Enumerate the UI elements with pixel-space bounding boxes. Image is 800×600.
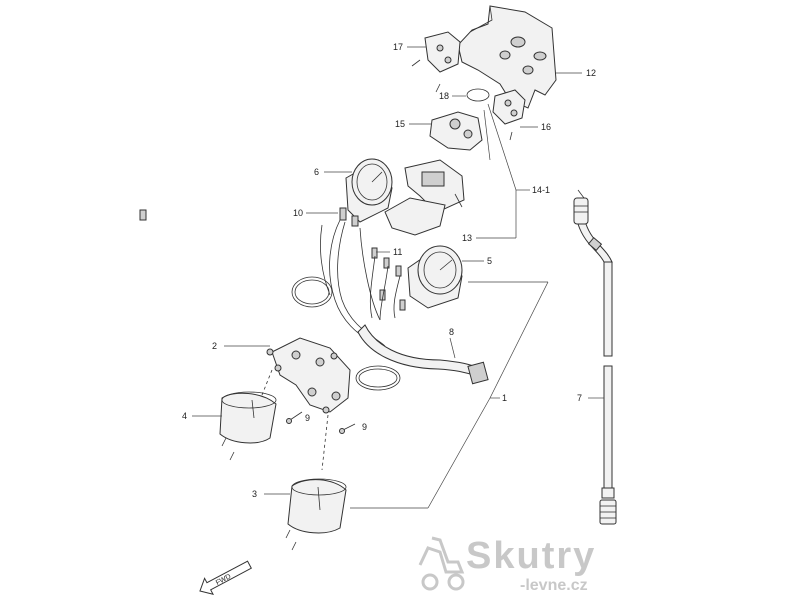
gauge-6 [345,158,393,223]
screws-9 [286,411,356,434]
meter-cup-4 [219,391,277,461]
callout-13: 13 [462,233,472,243]
callout-8: 8 [449,327,454,337]
meter-cup-3 [285,478,347,551]
speedometer-cable-7 [573,189,617,525]
bracket-15 [429,111,483,151]
callout-6: 6 [314,167,319,177]
callout-15: 15 [395,119,405,129]
callout-14-1: 14-1 [532,185,550,195]
fwd-arrow-icon: FWD [199,560,252,595]
callout-11: 11 [393,247,402,257]
callout-7: 7 [577,393,582,403]
callout-labels: 17 12 18 15 16 6 14-1 10 13 11 5 8 2 1 7… [182,42,596,499]
gauge-5 [407,245,463,309]
rubber-ring-left [291,276,333,308]
mounting-plate-2 [261,337,351,471]
callout-16: 16 [541,122,551,132]
rubber-ring-right [355,365,401,391]
bulb-sockets [139,207,406,311]
callout-18: 18 [439,91,449,101]
callout-1: 1 [502,393,507,403]
meter-bracket-13 [384,159,465,236]
wiring-harness [320,219,489,385]
callout-17: 17 [393,42,403,52]
o-ring-18 [466,88,490,102]
callout-5: 5 [487,256,492,266]
watermark-logo: Skutry -levne.cz [418,535,596,594]
callout-4: 4 [182,411,187,421]
leader-lines [192,46,604,509]
callout-9b: 9 [362,422,367,432]
handlebar-cover [457,5,557,109]
watermark-line1: Skutry [466,535,596,577]
clamp-16 [492,89,526,141]
fwd-label: FWD [215,573,232,587]
callout-12: 12 [586,68,596,78]
rubber-ring-right-inner [358,368,398,388]
rubber-ring-left-inner [294,279,330,305]
callout-2: 2 [212,341,217,351]
callout-10: 10 [293,208,303,218]
callout-9a: 9 [305,413,310,423]
scooter-icon [418,536,465,591]
callout-3: 3 [252,489,257,499]
watermark-line2: -levne.cz [520,577,588,594]
clamp-17 [411,31,461,93]
